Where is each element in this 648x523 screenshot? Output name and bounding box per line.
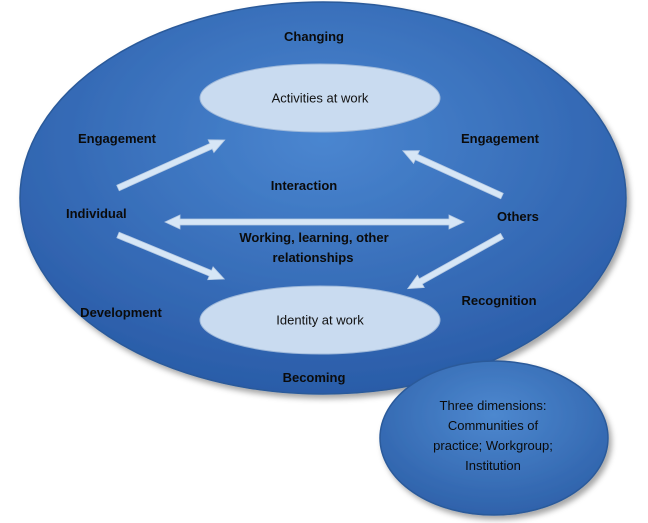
label-individual: Individual <box>66 206 127 221</box>
arrow-individual-to-activities <box>116 139 226 192</box>
outer-ellipse <box>19 1 627 395</box>
label-becoming: Becoming <box>282 370 346 385</box>
activities-ellipse <box>199 63 441 133</box>
label-recognition: Recognition <box>461 293 537 308</box>
arrow-individual-to-identity <box>116 231 226 281</box>
label-others: Others <box>497 209 539 224</box>
label-development: Development <box>80 305 162 320</box>
dimensions-line-4: Institution <box>465 458 521 474</box>
dimensions-text: Three dimensions: Communities of practic… <box>433 396 553 477</box>
label-working-learning-line2: relationships <box>272 250 354 265</box>
label-changing: Changing <box>284 29 344 44</box>
identity-ellipse <box>199 285 441 355</box>
label-activities-at-work: Activities at work <box>271 90 369 106</box>
label-interaction: Interaction <box>270 178 338 193</box>
label-engagement-left: Engagement <box>77 131 157 146</box>
label-engagement-right: Engagement <box>460 131 540 146</box>
dimensions-ellipse <box>379 360 609 516</box>
dimensions-line-3: practice; Workgroup; <box>433 438 553 454</box>
arrow-others-to-identity <box>406 232 505 290</box>
dimensions-line-2: Communities of <box>447 418 539 434</box>
dimensions-line-1: Three dimensions: <box>439 398 547 413</box>
arrow-others-to-activities <box>401 150 504 200</box>
arrow-individual-others-double <box>164 214 465 230</box>
label-identity-at-work: Identity at work <box>276 312 364 328</box>
label-working-learning-line1: Working, learning, other <box>239 230 389 245</box>
